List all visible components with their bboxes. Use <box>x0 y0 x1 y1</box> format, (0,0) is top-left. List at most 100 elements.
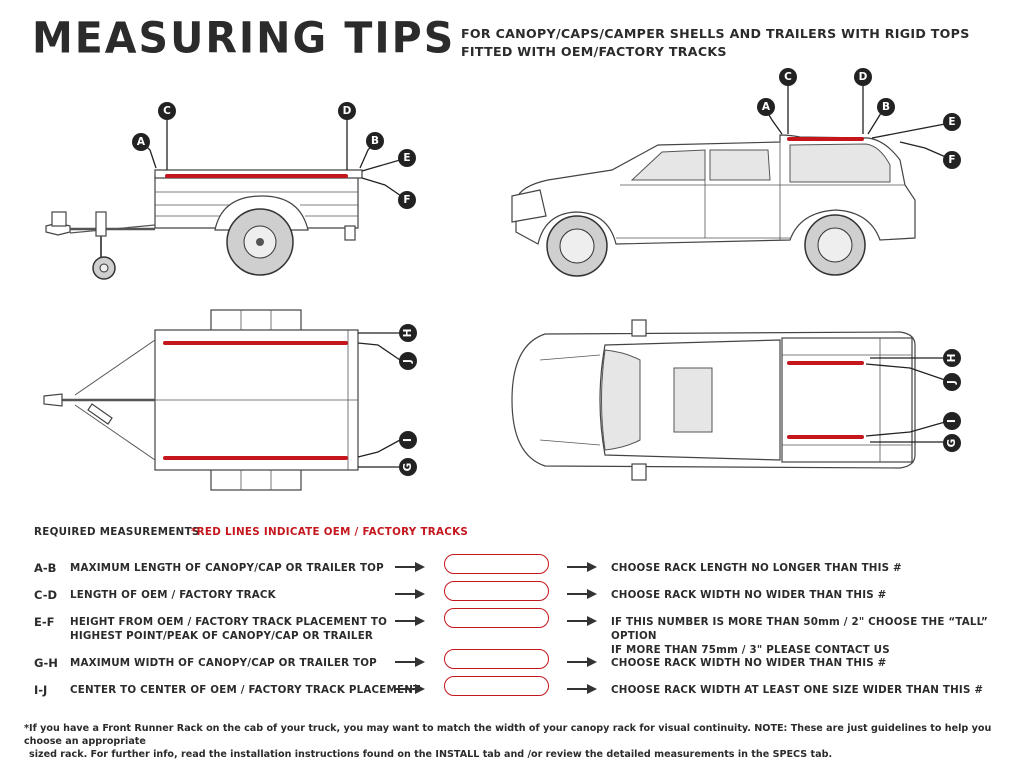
marker-e-trailer: E <box>398 149 416 167</box>
arrow-right-icon <box>395 657 425 667</box>
measurement-description: MAXIMUM WIDTH OF CANOPY/CAP OR TRAILER T… <box>70 656 377 670</box>
svg-text:G: G <box>946 439 958 448</box>
svg-text:A: A <box>762 101 771 113</box>
red-lines-note: *RED LINES INDICATE OEM / FACTORY TRACKS <box>191 526 469 538</box>
marker-b-truck: B <box>877 98 895 116</box>
description-line-2: HIGHEST POINT/PEAK OF CANOPY/CAP OR TRAI… <box>70 630 374 642</box>
arrow-right-icon <box>567 616 597 626</box>
required-measurements-heading: REQUIRED MEASUREMENTS <box>34 526 200 538</box>
marker-j-truck: J <box>943 373 961 391</box>
svg-text:E: E <box>948 116 955 128</box>
marker-h-truck: H <box>943 349 961 367</box>
measurement-code: G-H <box>34 656 58 670</box>
footnote-line-1: *If you have a Front Runner Rack on the … <box>24 723 992 747</box>
marker-e-truck: E <box>943 113 961 131</box>
result-line-1: CHOOSE RACK WIDTH AT LEAST ONE SIZE WIDE… <box>611 684 984 696</box>
measurement-code: E-F <box>34 615 55 629</box>
measurement-input-e-f[interactable] <box>444 608 549 628</box>
description-line-1: CENTER TO CENTER OF OEM / FACTORY TRACK … <box>70 684 421 696</box>
svg-text:D: D <box>859 71 868 83</box>
measurement-code: A-B <box>34 561 57 575</box>
description-line-1: LENGTH OF OEM / FACTORY TRACK <box>70 589 276 601</box>
truck-top-view <box>511 319 946 481</box>
marker-d-truck: D <box>854 68 872 86</box>
page-subtitle: FOR CANOPY/CAPS/CAMPER SHELLS AND TRAILE… <box>461 25 970 61</box>
measurement-input-g-h[interactable] <box>444 649 549 669</box>
svg-text:D: D <box>343 105 352 117</box>
measurement-result: IF THIS NUMBER IS MORE THAN 50mm / 2" CH… <box>611 615 1024 657</box>
marker-i-trailer: I <box>399 431 417 449</box>
measurement-result: CHOOSE RACK WIDTH AT LEAST ONE SIZE WIDE… <box>611 683 983 697</box>
result-line-1: CHOOSE RACK WIDTH NO WIDER THAN THIS # <box>611 657 887 669</box>
measurement-result: CHOOSE RACK WIDTH NO WIDER THAN THIS # <box>611 588 886 602</box>
measurement-row-g-h: G-H MAXIMUM WIDTH OF CANOPY/CAP OR TRAIL… <box>0 649 1024 686</box>
measurement-row-a-b: A-B MAXIMUM LENGTH OF CANOPY/CAP OR TRAI… <box>0 554 1024 591</box>
measurement-description: CENTER TO CENTER OF OEM / FACTORY TRACK … <box>70 683 420 697</box>
marker-i-truck: I <box>943 412 961 430</box>
marker-f-trailer: F <box>398 191 416 209</box>
measurement-input-a-b[interactable] <box>444 554 549 574</box>
measurement-description: HEIGHT FROM OEM / FACTORY TRACK PLACEMEN… <box>70 615 387 643</box>
svg-text:A: A <box>137 136 146 148</box>
result-line-1: CHOOSE RACK LENGTH NO LONGER THAN THIS # <box>611 562 902 574</box>
svg-text:H: H <box>402 329 414 338</box>
arrow-right-icon <box>567 684 597 694</box>
svg-text:H: H <box>946 354 958 363</box>
description-line-1: HEIGHT FROM OEM / FACTORY TRACK PLACEMEN… <box>70 616 388 628</box>
subtitle-line-1: FOR CANOPY/CAPS/CAMPER SHELLS AND TRAILE… <box>461 26 970 41</box>
result-line-2: IF MORE THAN 75mm / 3" PLEASE CONTACT US <box>611 644 890 656</box>
measurement-code: I-J <box>34 683 48 697</box>
arrow-right-icon <box>395 684 425 694</box>
marker-j-trailer: J <box>399 352 417 370</box>
arrow-right-icon <box>567 657 597 667</box>
marker-d-trailer: D <box>338 102 356 120</box>
measurement-input-c-d[interactable] <box>444 581 549 601</box>
marker-g-truck: G <box>943 434 961 452</box>
svg-text:J: J <box>946 380 958 385</box>
measurement-diagrams: A C D B E F A C D B E F H J I G H J I G <box>43 68 961 491</box>
marker-a-trailer: A <box>132 133 150 151</box>
marker-f-truck: F <box>943 151 961 169</box>
measurement-input-i-j[interactable] <box>444 676 549 696</box>
svg-text:C: C <box>784 71 792 83</box>
measurement-description: LENGTH OF OEM / FACTORY TRACK <box>70 588 276 602</box>
svg-text:B: B <box>371 135 379 147</box>
arrow-right-icon <box>567 562 597 572</box>
svg-text:F: F <box>403 194 410 206</box>
svg-text:I: I <box>946 419 958 423</box>
trailer-side-view <box>45 112 408 280</box>
arrow-right-icon <box>395 562 425 572</box>
measurement-row-e-f: E-F HEIGHT FROM OEM / FACTORY TRACK PLAC… <box>0 608 1024 656</box>
measurement-result: CHOOSE RACK WIDTH NO WIDER THAN THIS # <box>611 656 886 670</box>
description-line-1: MAXIMUM WIDTH OF CANOPY/CAP OR TRAILER T… <box>70 657 377 669</box>
svg-text:F: F <box>948 154 955 166</box>
arrow-right-icon <box>567 589 597 599</box>
svg-text:G: G <box>402 463 414 472</box>
svg-text:E: E <box>403 152 410 164</box>
marker-b-trailer: B <box>366 132 384 150</box>
footnote-line-2: sized rack. For further info, read the i… <box>29 749 833 760</box>
arrow-right-icon <box>395 589 425 599</box>
trailer-top-view <box>43 309 401 491</box>
result-line-1: IF THIS NUMBER IS MORE THAN 50mm / 2" CH… <box>611 616 988 642</box>
measurement-code: C-D <box>34 588 58 602</box>
marker-c-truck: C <box>779 68 797 86</box>
measurement-row-c-d: C-D LENGTH OF OEM / FACTORY TRACK CHOOSE… <box>0 581 1024 618</box>
svg-text:I: I <box>402 438 414 442</box>
result-line-1: CHOOSE RACK WIDTH NO WIDER THAN THIS # <box>611 589 887 601</box>
subtitle-line-2: FITTED WITH OEM/FACTORY TRACKS <box>461 44 727 59</box>
marker-a-truck: A <box>757 98 775 116</box>
description-line-1: MAXIMUM LENGTH OF CANOPY/CAP OR TRAILER … <box>70 562 384 574</box>
measurement-row-i-j: I-J CENTER TO CENTER OF OEM / FACTORY TR… <box>0 676 1024 713</box>
svg-text:C: C <box>163 105 171 117</box>
marker-h-trailer: H <box>399 324 417 342</box>
measurement-description: MAXIMUM LENGTH OF CANOPY/CAP OR TRAILER … <box>70 561 384 575</box>
marker-c-trailer: C <box>158 102 176 120</box>
measurement-result: CHOOSE RACK LENGTH NO LONGER THAN THIS # <box>611 561 902 575</box>
svg-text:B: B <box>882 101 890 113</box>
truck-side-view <box>511 80 949 277</box>
marker-g-trailer: G <box>399 458 417 476</box>
page-title: MEASURING TIPS <box>32 12 456 64</box>
arrow-right-icon <box>395 616 425 626</box>
footnote: *If you have a Front Runner Rack on the … <box>24 722 1004 761</box>
